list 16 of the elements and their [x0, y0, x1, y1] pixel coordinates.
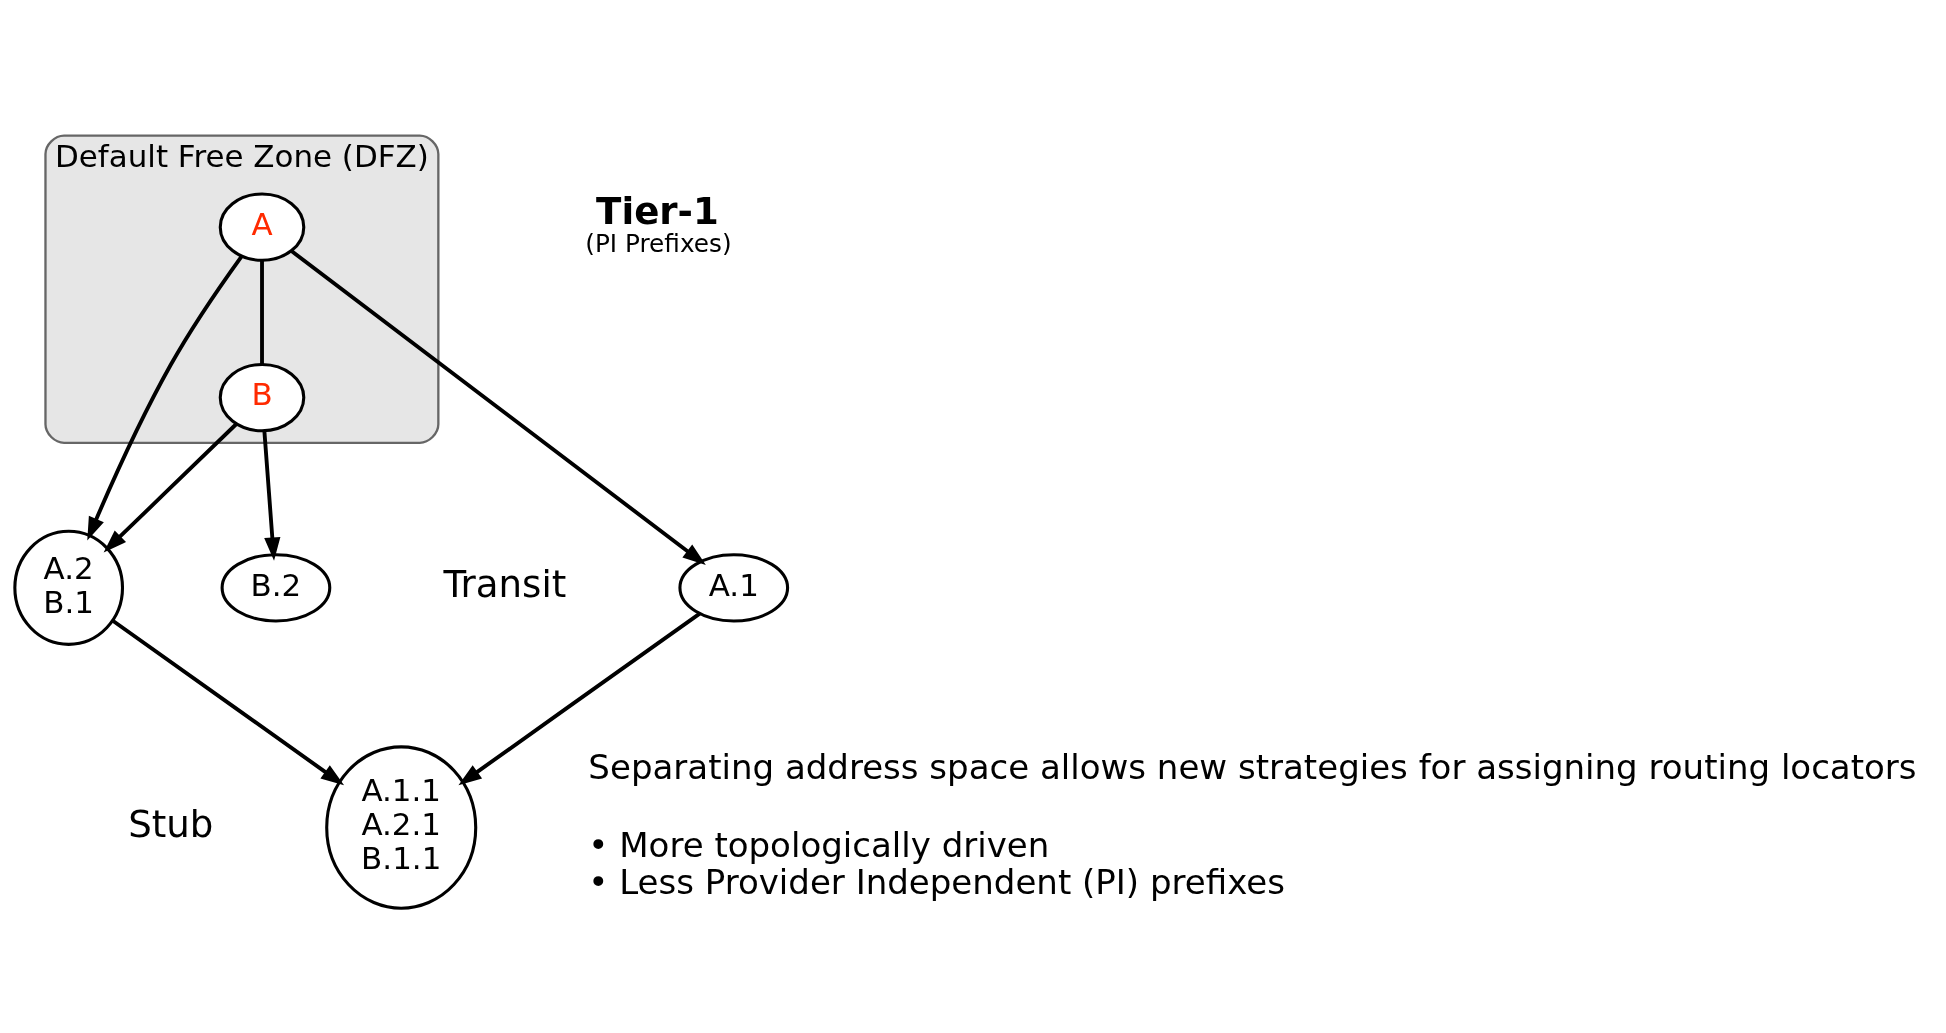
node-ellipse: A	[218, 192, 306, 262]
node-ellipse: B.2	[220, 553, 332, 623]
arrow	[262, 430, 281, 561]
arrow	[458, 611, 702, 786]
arrow	[111, 619, 345, 786]
node-ellipse: B	[218, 362, 306, 433]
label: Transit	[443, 563, 567, 607]
arrow	[103, 422, 238, 553]
label: Stub	[128, 803, 214, 847]
arrow	[87, 254, 244, 541]
label: Separating address space allows new strategies for assigning routing locators	[588, 746, 1917, 787]
connector	[260, 260, 264, 365]
node-circle: A.1.1 A.2.1 B.1.1	[325, 745, 478, 910]
arrow	[290, 249, 706, 566]
node-ellipse: A.1	[678, 553, 790, 623]
label: • More topologically driven	[588, 824, 1050, 865]
